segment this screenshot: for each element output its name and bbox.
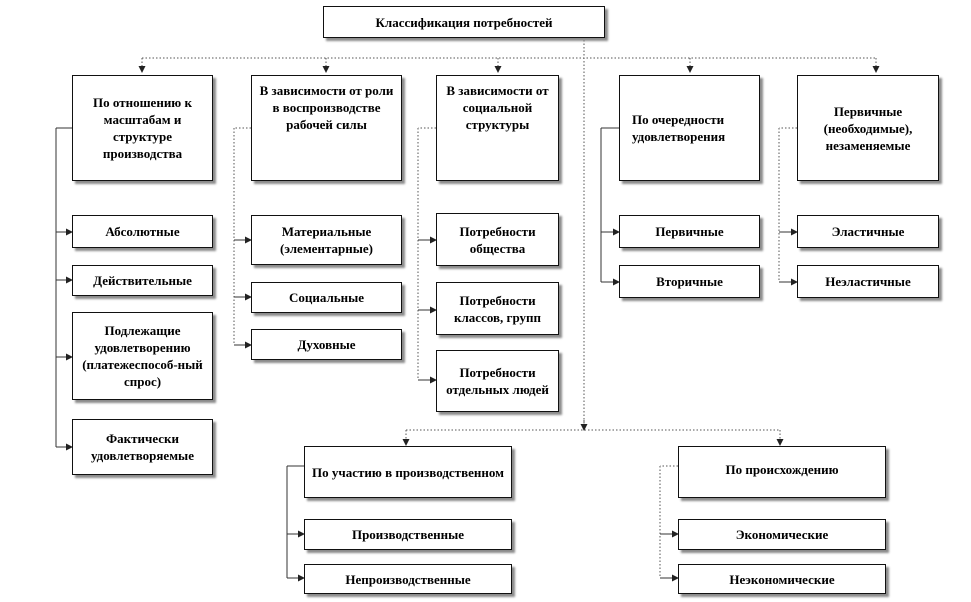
category-box-satisfaction-order: По очередности удовлетворения <box>619 75 760 181</box>
item-box-individual-needs: Потребности отдельных людей <box>436 350 559 412</box>
item-box-social: Социальные <box>251 282 402 313</box>
category-box-production-participation: По участию в производственном <box>304 446 512 498</box>
item-box-material: Материальные (элементарные) <box>251 215 402 265</box>
item-box-actual: Действительные <box>72 265 213 296</box>
category-box-primary-irreplaceable: Первичные (необходимые), незаменяемые <box>797 75 939 181</box>
item-box-economic: Экономические <box>678 519 886 550</box>
item-box-inelastic: Неэластичные <box>797 265 939 298</box>
item-box-society-needs: Потребности общества <box>436 213 559 266</box>
item-box-primary: Первичные <box>619 215 760 248</box>
item-box-absolute: Абсолютные <box>72 215 213 248</box>
item-box-class-group-needs: Потребности классов, групп <box>436 282 559 335</box>
item-box-unproductive: Непроизводственные <box>304 564 512 594</box>
item-box-elastic: Эластичные <box>797 215 939 248</box>
category-box-origin: По происхождению <box>678 446 886 498</box>
category-box-workforce-role: В зависимости от роли в воспроизводстве … <box>251 75 402 181</box>
item-box-to-be-satisfied: Подлежащие удовлетворению (платежеспособ… <box>72 312 213 400</box>
category-box-production-scale: По отношению к масштабам и структуре про… <box>72 75 213 181</box>
item-box-secondary: Вторичные <box>619 265 760 298</box>
category-box-social-structure: В зависимости от социальной структуры <box>436 75 559 181</box>
item-box-non-economic: Неэкономические <box>678 564 886 594</box>
item-box-actually-satisfied: Фактически удовлетворяемые <box>72 419 213 475</box>
diagram-title: Классификация потребностей <box>323 6 605 38</box>
item-box-productive: Производственные <box>304 519 512 550</box>
item-box-spiritual: Духовные <box>251 329 402 360</box>
